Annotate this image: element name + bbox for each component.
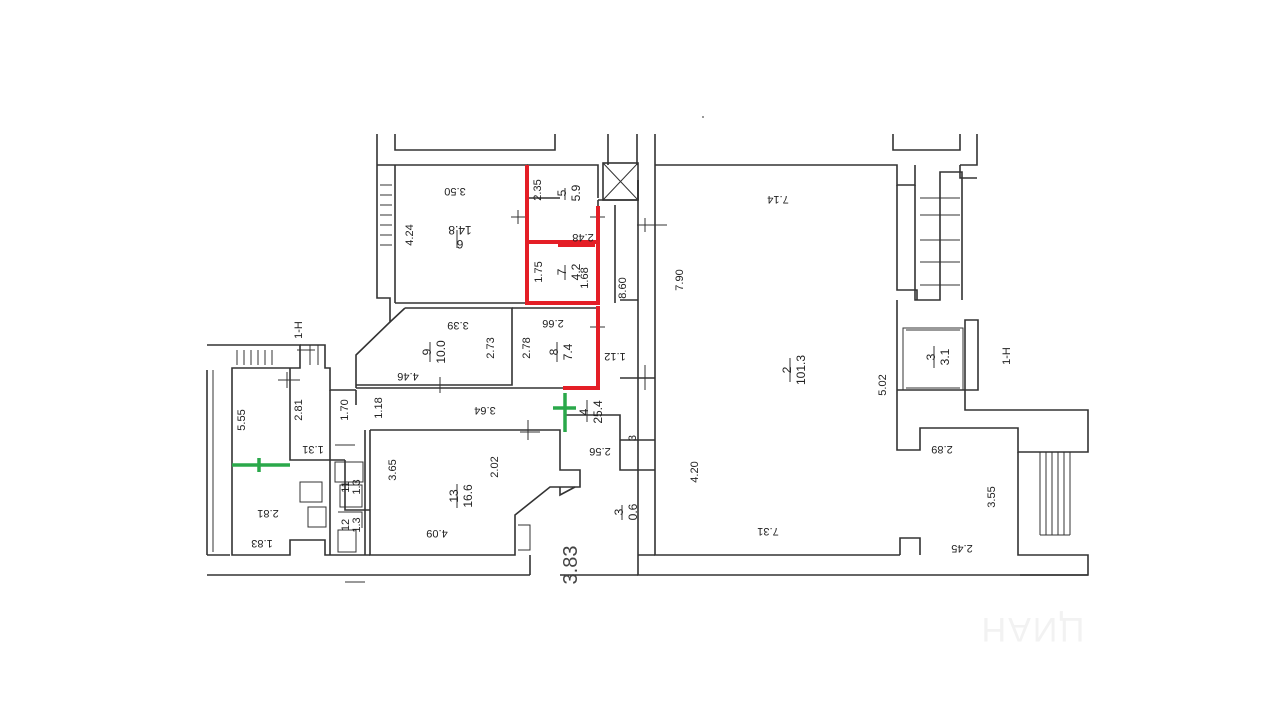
svg-text:8: 8 — [547, 348, 561, 355]
svg-text:25.4: 25.4 — [591, 400, 605, 424]
room-5-label: 5 5.9 — [555, 184, 583, 201]
svg-text:2.89: 2.89 — [931, 443, 952, 455]
room-3b-label: 3 0.6 — [612, 503, 640, 520]
svg-text:1.31: 1.31 — [302, 443, 323, 455]
svg-text:3.39: 3.39 — [447, 319, 468, 331]
room-8-label: 8 7.4 — [547, 343, 575, 360]
svg-text:3.1: 3.1 — [938, 348, 952, 365]
svg-text:2.56: 2.56 — [589, 445, 610, 457]
svg-text:2.35: 2.35 — [532, 179, 544, 200]
svg-text:1.12: 1.12 — [604, 350, 625, 362]
svg-text:1.70: 1.70 — [339, 399, 351, 420]
svg-text:7.4: 7.4 — [561, 343, 575, 360]
section-mark-left: 1-H — [293, 321, 305, 339]
svg-text:2: 2 — [780, 366, 794, 373]
red-highlight — [525, 165, 600, 390]
svg-text:0.6: 0.6 — [626, 503, 640, 520]
svg-text:3: 3 — [627, 435, 639, 441]
svg-text:1.75: 1.75 — [533, 261, 545, 282]
svg-text:2.66: 2.66 — [542, 317, 563, 329]
green-markers — [232, 393, 576, 472]
outer-walls — [206, 134, 1089, 583]
svg-text:101.3: 101.3 — [794, 355, 808, 385]
svg-text:13: 13 — [447, 489, 461, 503]
svg-text:2.48: 2.48 — [572, 231, 593, 243]
svg-text:4.46: 4.46 — [397, 370, 418, 382]
watermark-logo: ЦИАН — [980, 610, 1085, 648]
svg-text:9: 9 — [420, 348, 434, 355]
room-11-label: 11 1.3 — [340, 479, 363, 494]
svg-text:11: 11 — [340, 481, 352, 492]
svg-text:3.65: 3.65 — [387, 459, 399, 480]
svg-text:5.02: 5.02 — [877, 374, 889, 395]
svg-text:2.02: 2.02 — [489, 456, 501, 477]
room-9-label: 9 10.0 — [420, 340, 448, 364]
room-12-label: 12 1.3 — [340, 517, 363, 532]
section-mark-right: 1-H — [1001, 347, 1013, 365]
svg-text:12: 12 — [340, 519, 352, 531]
svg-text:3.50: 3.50 — [444, 185, 465, 197]
svg-text:7.14: 7.14 — [767, 193, 788, 205]
svg-text:4.24: 4.24 — [404, 224, 416, 245]
svg-text:7: 7 — [555, 268, 569, 275]
svg-text:2.78: 2.78 — [521, 337, 533, 358]
footer-label: 3.83 — [560, 546, 582, 585]
svg-text:1.68: 1.68 — [579, 267, 591, 288]
room-labels: 6 14.8 5 5.9 7 4.2 9 10.0 8 7.4 4 25.4 2… — [302, 184, 952, 532]
room-4-label: 4 25.4 — [577, 400, 605, 424]
room-small-label: 1.31 — [302, 443, 323, 455]
svg-text:14.8: 14.8 — [448, 223, 472, 237]
dimension-labels: 3.50 4.24 2.35 2.48 1.75 1.68 8.60 7.14 … — [236, 179, 998, 554]
svg-text:3: 3 — [924, 353, 938, 360]
svg-text:7.90: 7.90 — [674, 269, 686, 290]
svg-text:6: 6 — [456, 237, 463, 251]
room-2-label: 2 101.3 — [780, 355, 808, 385]
svg-text:8.60: 8.60 — [617, 277, 629, 298]
svg-text:1.3: 1.3 — [351, 517, 363, 532]
svg-text:2.81: 2.81 — [257, 507, 278, 519]
svg-text:1.83: 1.83 — [251, 537, 272, 549]
svg-text:3.55: 3.55 — [986, 486, 998, 507]
room-6-label: 6 14.8 — [448, 223, 472, 251]
svg-text:2.81: 2.81 — [293, 399, 305, 420]
svg-text:4.09: 4.09 — [426, 527, 447, 539]
svg-text:5.9: 5.9 — [569, 184, 583, 201]
svg-text:2.45: 2.45 — [951, 542, 972, 554]
svg-text:5: 5 — [555, 189, 569, 196]
svg-text:4: 4 — [577, 408, 591, 415]
room-7-label: 7 4.2 — [555, 263, 583, 280]
svg-text:1.3: 1.3 — [351, 479, 363, 494]
svg-text:7.31: 7.31 — [757, 525, 778, 537]
svg-text:3: 3 — [612, 508, 626, 515]
section-marks: 1-H 1-H — [293, 321, 1013, 365]
svg-text:1.18: 1.18 — [373, 397, 385, 418]
tick-marks — [278, 210, 667, 446]
room-3a-label: 3 3.1 — [924, 348, 952, 365]
svg-text:3.64: 3.64 — [474, 404, 495, 416]
svg-text:2.73: 2.73 — [485, 337, 497, 358]
svg-text:4.20: 4.20 — [689, 461, 701, 482]
room-13-label: 13 16.6 — [447, 484, 475, 508]
svg-text:10.0: 10.0 — [434, 340, 448, 364]
svg-text:5.55: 5.55 — [236, 409, 248, 430]
svg-text:16.6: 16.6 — [461, 484, 475, 508]
svg-text:4.2: 4.2 — [569, 263, 583, 280]
